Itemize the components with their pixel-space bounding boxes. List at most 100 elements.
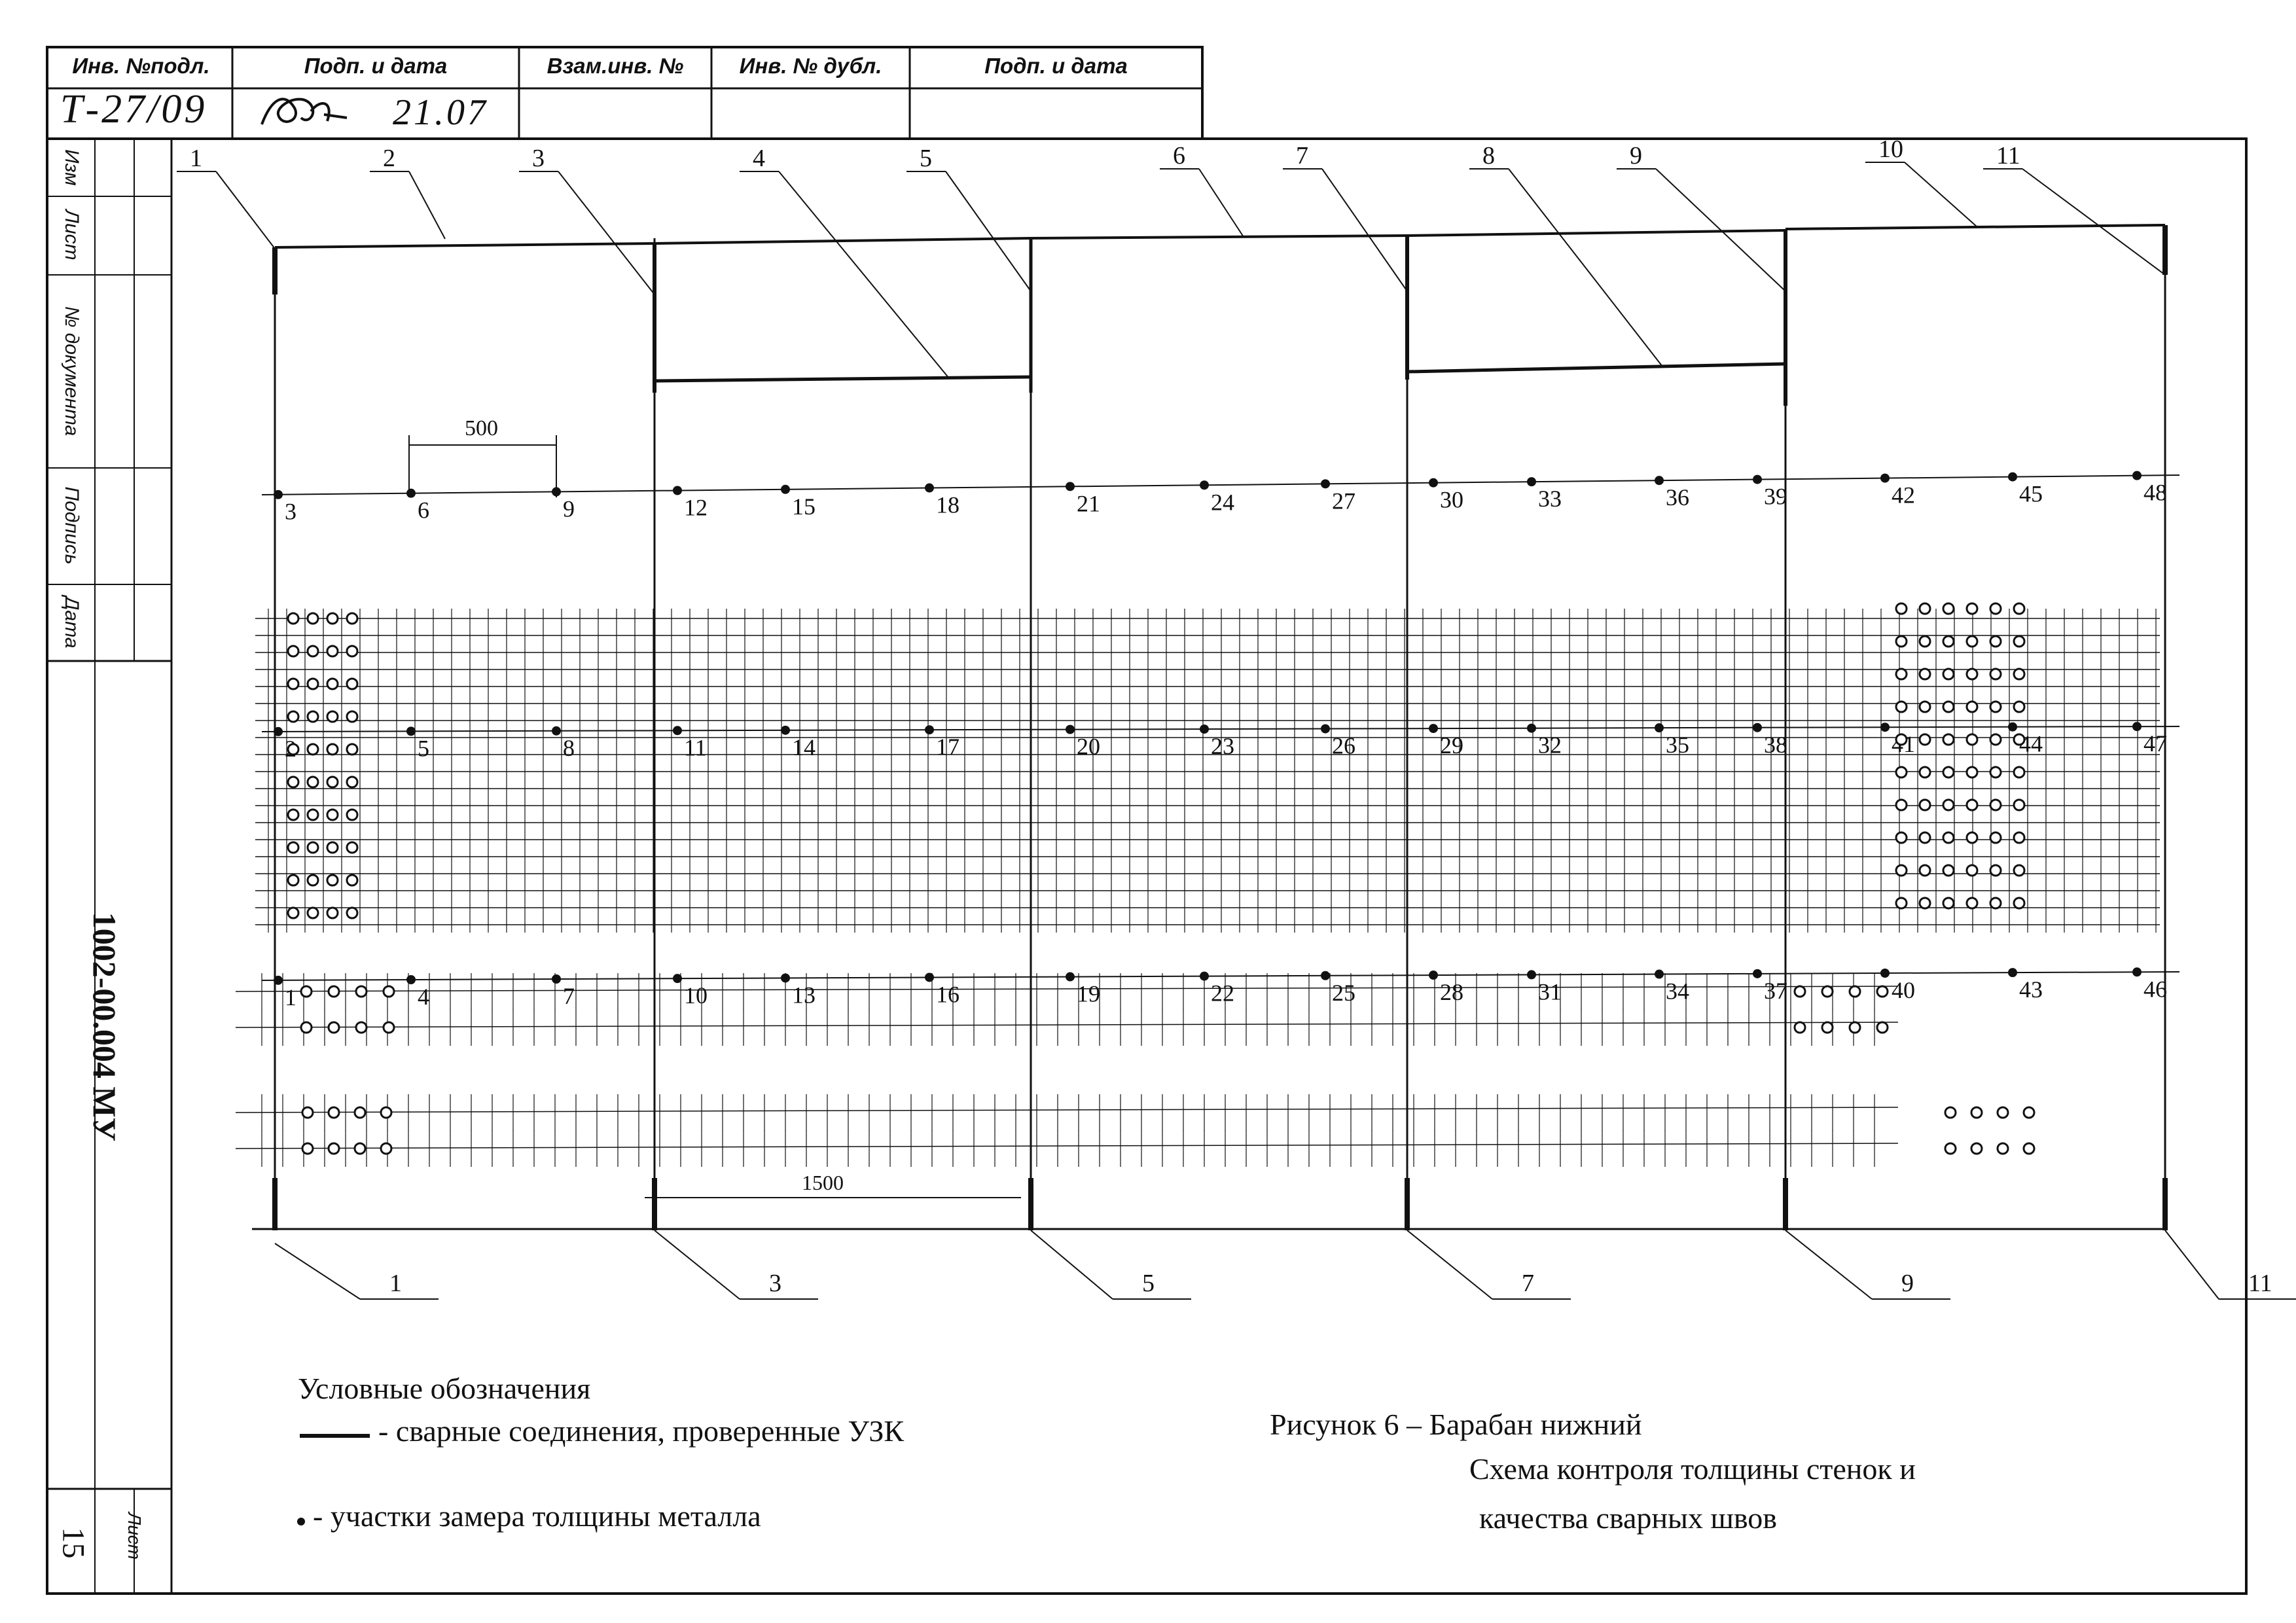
gauge-circle [1848, 985, 1861, 998]
gauge-circle [1965, 864, 1979, 877]
gauge-circle [287, 710, 300, 723]
callout-label-bottom: 3 [769, 1270, 781, 1297]
gauge-circle [1918, 798, 1931, 812]
measure-point [2008, 722, 2017, 732]
gauge-circle [301, 1106, 314, 1119]
measure-point [1429, 971, 1438, 980]
gauge-circle [1965, 733, 1979, 746]
gauge-circle [306, 808, 319, 821]
measure-point [1753, 474, 1762, 484]
point-label-middle: 14 [792, 734, 816, 760]
stamp-sign-date-value: 21.07 [393, 92, 488, 133]
measure-point [2132, 967, 2142, 977]
grid-line [235, 986, 1899, 992]
measure-point [925, 483, 934, 493]
gauge-circle [1918, 864, 1931, 877]
gauge-circle [2022, 1142, 2036, 1155]
point-label-bottom: 37 [1764, 978, 1787, 1004]
gauge-circle [1942, 897, 1955, 910]
top-panel-edge [274, 242, 655, 249]
measure-point [1655, 476, 1664, 486]
callout-leader [274, 1243, 361, 1300]
gauge-circle [1965, 897, 1979, 910]
point-label-middle: 8 [563, 735, 575, 761]
callout-leader [1030, 1230, 1113, 1300]
gauge-circle [1996, 1106, 2009, 1119]
callout-label-top: 7 [1296, 142, 1308, 169]
gauge-circle [327, 1021, 340, 1034]
measure-point [1200, 724, 1209, 734]
gauge-circle [306, 743, 319, 756]
measure-point [1321, 724, 1330, 734]
gauge-circle [1895, 766, 1908, 779]
legend-title: Условные обозначения [298, 1372, 591, 1405]
callout-label-top: 8 [1482, 142, 1495, 169]
measure-point [2008, 472, 2017, 482]
measure-point [1527, 477, 1536, 487]
gauge-circle [327, 985, 340, 998]
gauge-circle [382, 1021, 395, 1034]
measure-point [552, 726, 561, 736]
measure-point [1200, 480, 1209, 490]
gauge-circle [1942, 798, 1955, 812]
point-label-middle: 23 [1211, 733, 1234, 759]
point-label-bottom: 1 [285, 984, 296, 1010]
gauge-circle [2013, 831, 2026, 844]
measure-point [1066, 724, 1075, 734]
grid-line [235, 1022, 1899, 1028]
gauge-circle [1942, 700, 1955, 713]
measure-point [406, 974, 416, 984]
gauge-circle [1793, 985, 1806, 998]
callout-leader [1655, 168, 1786, 292]
gauge-circle [1970, 1142, 1983, 1155]
gauge-circle [2013, 602, 2026, 615]
point-label-bottom: 40 [1892, 977, 1915, 1003]
signature-mark [260, 98, 348, 125]
gauge-circle [300, 985, 313, 998]
measure-point [274, 726, 283, 736]
gauge-circle [346, 677, 359, 690]
gauge-circle [306, 612, 319, 625]
gauge-circle [306, 710, 319, 723]
gauge-circle [353, 1142, 367, 1155]
gauge-circle [1918, 831, 1931, 844]
gauge-circle [1965, 700, 1979, 713]
gauge-circle [1918, 668, 1931, 681]
figure-subcaption-1: Схема контроля толщины стенок и [1469, 1452, 1916, 1486]
gauge-circle [1944, 1106, 1957, 1119]
gauge-circle [346, 841, 359, 854]
point-label-middle: 47 [2144, 730, 2167, 757]
gauge-circle [1918, 602, 1931, 615]
callout-leader [1198, 168, 1244, 238]
point-label-middle: 5 [418, 735, 429, 761]
callout-label-top: 10 [1878, 135, 1903, 163]
callout-label-top: 1 [190, 145, 202, 172]
gauge-circle [306, 841, 319, 854]
measure-point [781, 484, 790, 494]
gauge-circle [353, 1106, 367, 1119]
point-label-middle: 35 [1666, 732, 1689, 758]
point-label-bottom: 25 [1332, 980, 1355, 1006]
callout-leader [778, 171, 950, 379]
callout-label-bottom: 7 [1522, 1270, 1534, 1297]
point-label-bottom: 43 [2019, 976, 2043, 1003]
callout-leader [1785, 1230, 1873, 1300]
gauge-circle [1965, 766, 1979, 779]
gauge-circle [1918, 733, 1931, 746]
measure-point [1753, 722, 1762, 732]
point-label-middle: 32 [1538, 732, 1562, 758]
callout-label-top: 5 [920, 145, 932, 172]
side-label-signature: Подпись [61, 486, 82, 565]
gauge-circle [346, 645, 359, 658]
point-label-middle: 17 [936, 734, 960, 760]
callout-label-top: 11 [1996, 142, 2020, 169]
point-label-top: 15 [792, 493, 816, 520]
gauge-circle [287, 612, 300, 625]
side-block-grid [47, 139, 173, 1594]
point-label-bottom: 7 [563, 983, 575, 1009]
gauge-circle [1989, 831, 2002, 844]
gauge-circle [346, 808, 359, 821]
gauge-circle [1989, 864, 2002, 877]
